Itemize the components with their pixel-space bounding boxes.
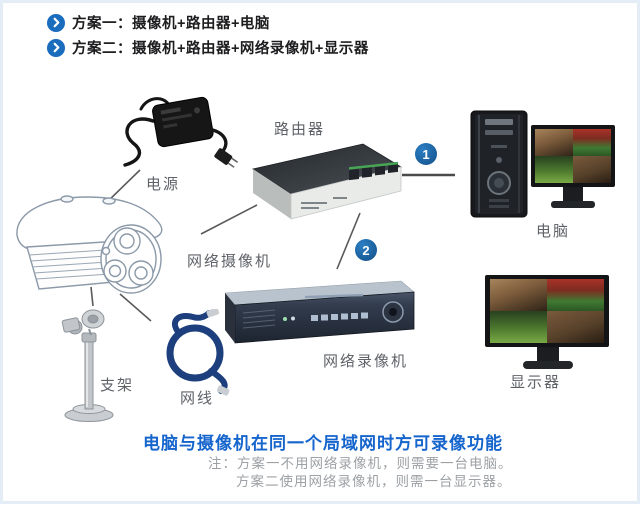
monitor-label: 显示器 [510, 374, 562, 391]
scheme-2-label: 方案二：摄像机+路由器+网络录像机+显示器 [72, 41, 369, 57]
power-adapter-image [111, 89, 243, 182]
step-1-badge: 1 [415, 143, 437, 165]
pc-label: 电脑 [536, 223, 571, 240]
scheme-1-label: 方案一：摄像机+路由器+电脑 [72, 16, 270, 32]
cctv-quad-1 [535, 129, 573, 156]
chevron-circle-icon [47, 38, 65, 57]
pc-tower-image [465, 105, 537, 228]
footer-notes: 注： 方案一不用网络录像机，则需要一台电脑。 方案二使用网络录像机，则需一台显示… [208, 455, 513, 491]
note-line-1: 方案一不用网络录像机，则需要一台电脑。 [237, 456, 513, 471]
cctv-quad-1 [490, 279, 547, 311]
cctv-quad-2 [547, 279, 604, 311]
monitor-image [481, 275, 615, 371]
router-image [245, 139, 407, 236]
cable-label: 网线 [180, 390, 215, 407]
note-prefix: 注： [208, 456, 237, 471]
cctv-quad-4 [573, 156, 611, 183]
cable-image [149, 307, 237, 402]
pc-monitor-image [531, 125, 617, 217]
nvr-label: 网络录像机 [323, 353, 409, 370]
bracket-image [51, 297, 125, 430]
nvr-image [215, 275, 417, 358]
router-label: 路由器 [274, 121, 326, 138]
step-2-number: 2 [362, 242, 370, 258]
scheme-row-1: 方案一：摄像机+路由器+电脑 [47, 12, 270, 33]
camera-label: 网络摄像机 [187, 253, 273, 270]
cctv-quad-3 [535, 156, 573, 183]
step-2-badge: 2 [355, 239, 377, 261]
power-label: 电源 [146, 176, 181, 193]
step-1-number: 1 [422, 146, 430, 162]
cctv-quad-2 [573, 129, 611, 156]
camera-image [9, 189, 177, 312]
footer-highlight: 电脑与摄像机在同一个局域网时方可录像功能 [143, 434, 503, 453]
note-line-2: 方案二使用网络录像机，则需一台显示器。 [236, 474, 512, 489]
scheme-row-2: 方案二：摄像机+路由器+网络录像机+显示器 [47, 37, 369, 58]
chevron-circle-icon [47, 13, 65, 32]
bracket-label: 支架 [100, 377, 135, 394]
cctv-quad-4 [547, 311, 604, 343]
cctv-quad-3 [490, 311, 547, 343]
